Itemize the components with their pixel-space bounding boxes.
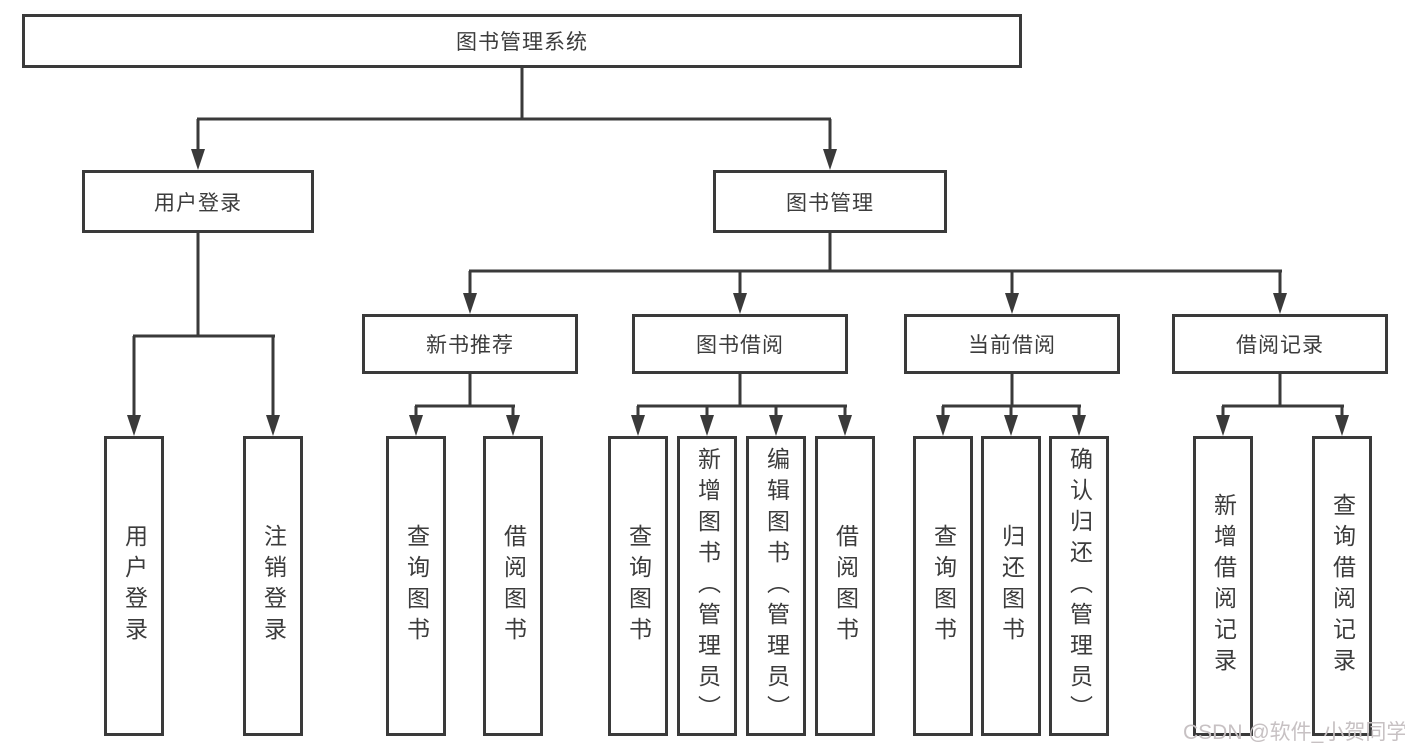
node-new-book-recommend-label: 新书推荐 — [426, 334, 514, 357]
node-root: 图书管理系统 — [22, 14, 1022, 68]
leaf-confirm-return-admin-label: 确认归还（管理员） — [1066, 446, 1093, 726]
leaf-edit-book-admin-label: 编辑图书（管理员） — [763, 446, 790, 726]
leaf-add-book-admin-label: 新增图书（管理员） — [694, 446, 721, 726]
node-user-login: 用户登录 — [82, 170, 314, 233]
leaf-logout: 注销登录 — [243, 436, 303, 736]
csdn-watermark: CSDN @软件_小贺同学 — [1183, 721, 1405, 744]
leaf-add-book-admin: 新增图书（管理员） — [677, 436, 737, 736]
node-current-borrow: 当前借阅 — [904, 314, 1120, 374]
arrowhead-icon — [127, 415, 141, 436]
leaf-logout-label: 注销登录 — [260, 524, 287, 648]
arrowhead-icon — [463, 293, 477, 314]
leaf-query-book-recommend: 查询图书 — [386, 436, 446, 736]
arrowhead-icon — [1072, 415, 1086, 436]
leaf-return-book-label: 归还图书 — [998, 524, 1025, 648]
leaf-borrow-book: 借阅图书 — [815, 436, 875, 736]
leaf-borrow-book-recommend: 借阅图书 — [483, 436, 543, 736]
node-book-borrow: 图书借阅 — [632, 314, 848, 374]
leaf-add-borrow-record: 新增借阅记录 — [1193, 436, 1253, 736]
leaf-confirm-return-admin: 确认归还（管理员） — [1049, 436, 1109, 736]
leaf-query-borrow-record-label: 查询借阅记录 — [1329, 493, 1356, 679]
node-borrow-record-label: 借阅记录 — [1236, 334, 1324, 357]
arrowhead-icon — [733, 293, 747, 314]
leaf-query-book-recommend-label: 查询图书 — [403, 524, 430, 648]
arrowhead-icon — [1216, 415, 1230, 436]
arrowhead-icon — [1335, 415, 1349, 436]
arrowhead-icon — [769, 415, 783, 436]
node-book-management-label: 图书管理 — [786, 191, 874, 215]
node-book-management: 图书管理 — [713, 170, 947, 233]
node-root-label: 图书管理系统 — [456, 31, 588, 54]
arrowhead-icon — [1273, 293, 1287, 314]
leaf-query-book-borrow: 查询图书 — [608, 436, 668, 736]
leaf-query-book-current: 查询图书 — [913, 436, 973, 736]
arrowhead-icon — [266, 415, 280, 436]
leaf-user-login: 用户登录 — [104, 436, 164, 736]
arrowhead-icon — [191, 149, 205, 170]
node-borrow-record: 借阅记录 — [1172, 314, 1388, 374]
leaf-borrow-book-label: 借阅图书 — [832, 524, 859, 648]
arrowhead-icon — [631, 415, 645, 436]
node-current-borrow-label: 当前借阅 — [968, 334, 1056, 357]
leaf-query-book-borrow-label: 查询图书 — [625, 524, 652, 648]
leaf-borrow-book-recommend-label: 借阅图书 — [500, 524, 527, 648]
arrowhead-icon — [700, 415, 714, 436]
leaf-edit-book-admin: 编辑图书（管理员） — [746, 436, 806, 736]
leaf-query-book-current-label: 查询图书 — [930, 524, 957, 648]
leaf-query-borrow-record: 查询借阅记录 — [1312, 436, 1372, 736]
node-user-login-label: 用户登录 — [154, 191, 242, 215]
leaf-add-borrow-record-label: 新增借阅记录 — [1210, 493, 1237, 679]
arrowhead-icon — [1004, 415, 1018, 436]
leaf-user-login-label: 用户登录 — [121, 524, 148, 648]
leaf-return-book: 归还图书 — [981, 436, 1041, 736]
node-book-borrow-label: 图书借阅 — [696, 334, 784, 357]
arrowhead-icon — [936, 415, 950, 436]
arrowhead-icon — [838, 415, 852, 436]
node-new-book-recommend: 新书推荐 — [362, 314, 578, 374]
arrowhead-icon — [823, 149, 837, 170]
arrowhead-icon — [409, 415, 423, 436]
arrowhead-icon — [506, 415, 520, 436]
arrowhead-icon — [1005, 293, 1019, 314]
